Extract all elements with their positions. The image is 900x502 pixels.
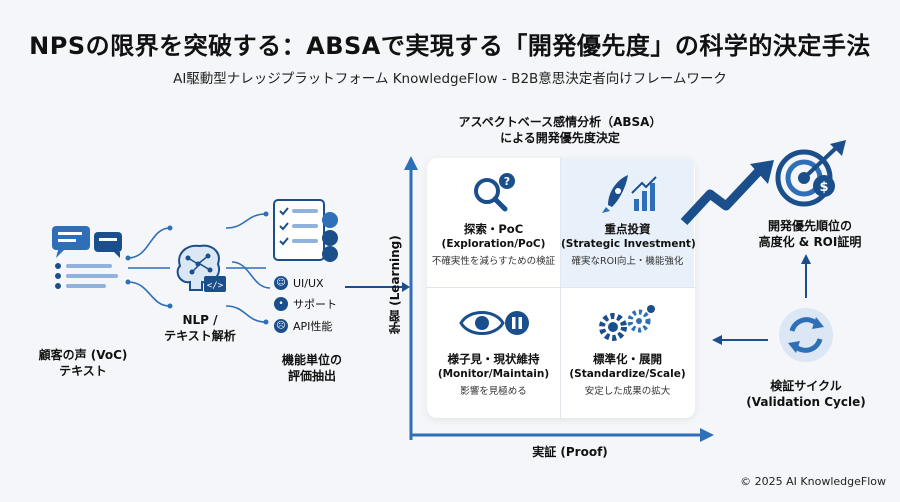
page-subtitle: AI駆動型ナレッジプラットフォーム KnowledgeFlow - B2B意思決… <box>173 71 727 87</box>
quadrant-strategic-investment: 重点投資 (Strategic Investment) 確実なROI向上・機能強… <box>561 158 695 287</box>
neutral-face-icon: • <box>274 297 288 311</box>
growth-arrow-icon <box>680 160 780 234</box>
chat-bubbles-icon <box>44 222 126 296</box>
validation-cycle-icon <box>776 305 836 369</box>
aspect-tag-uiux: ☺UI/UX <box>274 276 337 290</box>
aspect-tag-list: ☺UI/UX •サポート ☹API性能 <box>274 276 337 334</box>
rocket-chart-icon <box>561 168 694 218</box>
magnifier-question-icon: ? <box>427 168 560 218</box>
page-title: NPSの限界を突破する：ABSAで実現する「開発優先度」の科学的決定手法 <box>29 32 871 60</box>
svg-text:$: $ <box>819 180 828 195</box>
validation-cycle-label: 検証サイクル(Validation Cycle) <box>746 379 866 409</box>
nlp-label: NLP /テキスト解析 <box>164 313 236 343</box>
x-axis-label: 実証 (Proof) <box>532 445 608 459</box>
quadrant-standardize: 標準化・展開 (Standardize/Scale) 安定した成果の拡大 <box>561 288 694 417</box>
y-axis-label: 学習 (Learning) <box>388 235 402 335</box>
target-roi-icon: $ <box>774 140 854 214</box>
aspect-tag-support: •サポート <box>274 296 337 312</box>
quadrant-exploration: ? 探索・PoC (Exploration/PoC) 不確実性を減らすための検証 <box>427 158 560 287</box>
eye-pause-icon <box>427 298 560 348</box>
checklist-icon <box>272 198 342 268</box>
extract-label: 機能単位の評価抽出 <box>281 353 342 383</box>
quadrant-divider-vertical <box>560 158 561 418</box>
matrix-title: アスペクトベース感情分析（ABSA）による開発優先度決定 <box>458 115 662 145</box>
smile-icon: ☺ <box>274 276 288 290</box>
quadrant-divider-horizontal <box>427 287 695 288</box>
ai-brain-icon: </> <box>168 236 232 304</box>
frown-icon: ☹ <box>274 319 288 333</box>
voc-label: 顧客の声 (VoC)テキスト <box>38 348 128 378</box>
gears-icon <box>561 298 694 348</box>
aspect-tag-api: ☹API性能 <box>274 318 337 334</box>
priority-roi-label: 開発優先順位の高度化 & ROI証明 <box>758 219 862 249</box>
svg-text:</>: </> <box>207 281 224 291</box>
svg-text:?: ? <box>503 175 509 188</box>
quadrant-monitor: 様子見・現状維持 (Monitor/Maintain) 影響を見極める <box>427 288 560 417</box>
priority-matrix: ? 探索・PoC (Exploration/PoC) 不確実性を減らすための検証… <box>427 158 695 418</box>
copyright: © 2025 AI KnowledgeFlow <box>740 475 886 488</box>
